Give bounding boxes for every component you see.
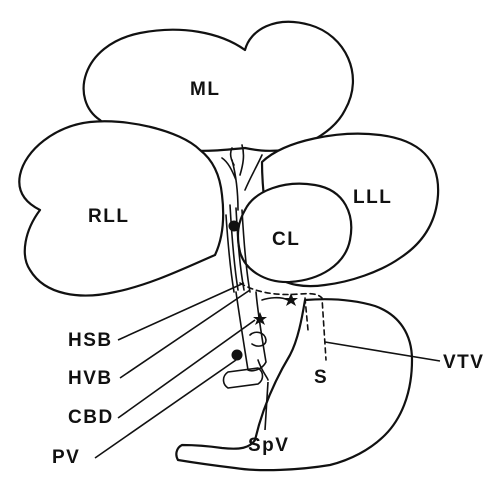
label-lll: LLL [353,187,392,208]
pv-leader-line [95,360,236,458]
cut-vessel-end-upper [250,332,266,346]
label-pv: PV [52,447,80,468]
label-hvb: HVB [68,368,113,389]
label-rll: RLL [88,206,129,227]
label-s: S [314,367,328,388]
ligature-dot-lower [232,350,243,361]
cut-vessel-end-lower [224,368,263,388]
label-cbd: CBD [68,407,114,428]
label-cl: CL [272,229,300,250]
hsb-leader-line [118,283,244,340]
hvb-leader-line [120,290,250,378]
ligature-dot-upper [229,221,240,232]
cbd-leader-line [118,320,255,418]
label-spv: SpV [248,435,289,456]
label-vtv: VTV [443,352,484,373]
label-ml: ML [190,79,220,100]
label-hsb: HSB [68,330,113,351]
stomach-outline [176,299,412,470]
